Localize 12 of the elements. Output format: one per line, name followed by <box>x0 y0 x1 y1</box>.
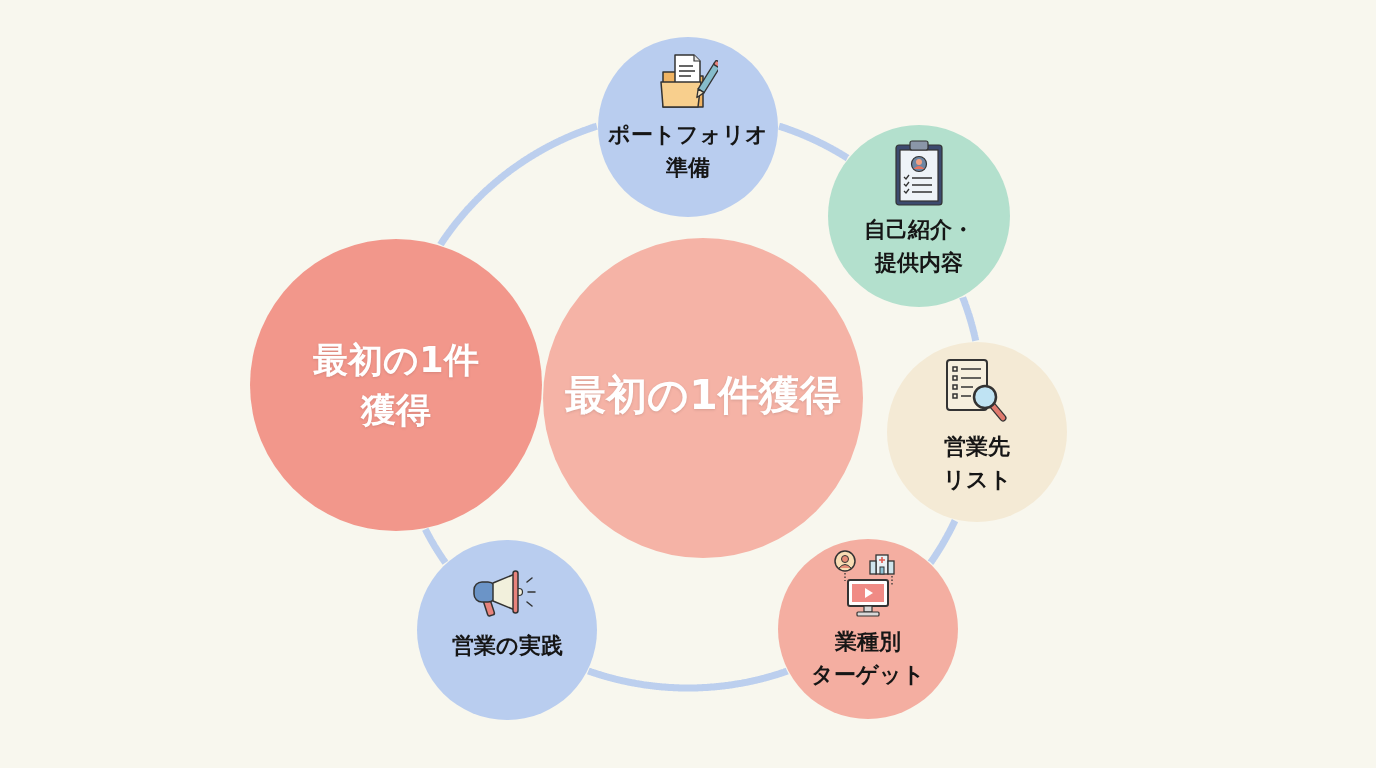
node-label: ポートフォリオ準備 <box>608 121 768 182</box>
node-label: 営業先リスト <box>942 433 1012 494</box>
node-label: 営業の実践 <box>451 631 563 660</box>
node-label: 最初の1件獲得 <box>313 339 479 432</box>
cycle-ring-arc <box>927 517 959 566</box>
node-label: 業種別ターゲット <box>811 628 925 689</box>
node-label: 自己紹介・提供内容 <box>864 216 974 277</box>
cycle-ring-arc <box>959 294 980 344</box>
cycle-ring-arc <box>422 526 449 566</box>
cycle-ring-arc <box>437 122 600 248</box>
node-label: 最初の1件獲得 <box>565 370 841 421</box>
cycle-ring-arc <box>585 667 791 692</box>
